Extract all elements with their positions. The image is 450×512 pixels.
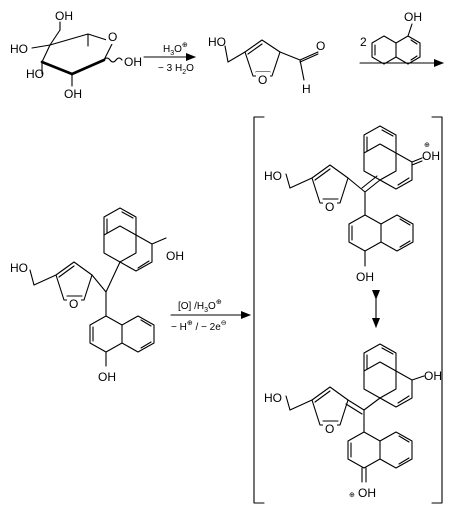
- hmf-aldehyde-oxygen: O: [316, 39, 325, 53]
- left-bracket: [253, 116, 265, 504]
- arrow-oxidation: [O] /H3O⊕ − H⊕ / − 2e⊖: [170, 299, 251, 333]
- form1-charge: ⊕: [424, 142, 430, 149]
- arrow1-water-loss: − 3 H2O: [158, 63, 194, 76]
- form2-charge: ⊕: [349, 492, 355, 499]
- bisnaphthyl-intermediate: O HO OH OH: [10, 207, 184, 384]
- naphthol-coefficient: 2: [360, 35, 367, 49]
- intermediate-lower-oh: OH: [98, 370, 116, 384]
- hmf-ring-oxygen: O: [258, 73, 267, 87]
- arrow1-reagent: H3O⊕: [163, 42, 188, 57]
- intermediate-upper-oh: OH: [166, 249, 184, 263]
- glucose-ring-oxygen: O: [108, 30, 117, 44]
- intermediate-furan-oxygen: O: [69, 297, 78, 311]
- arrow-dehydration: H3O⊕ − 3 H2O: [143, 42, 196, 76]
- intermediate-hydroxymethyl: HO: [10, 261, 28, 275]
- resonance-form-top: O HO OH ⊕ OH: [264, 125, 440, 284]
- form1-oxonium: OH: [422, 149, 440, 163]
- glucose-ho-c3: HO: [26, 67, 44, 81]
- glucose-structure: O OH HO HO OH OH: [10, 9, 142, 101]
- form2-oxonium: OH: [358, 486, 376, 500]
- form1-lower-oh: OH: [356, 270, 374, 284]
- form2-furan-oxygen: O: [325, 422, 334, 436]
- hmf-aldehyde-hydrogen: H: [302, 82, 311, 96]
- glucose-oh-c2: OH: [64, 87, 82, 101]
- form2-hydroxymethyl: HO: [264, 391, 282, 405]
- form1-hydroxymethyl: HO: [264, 169, 282, 183]
- glucose-oh-c1: OH: [124, 55, 142, 69]
- arrow3-losses: − H⊕ / − 2e⊖: [171, 320, 227, 333]
- resonance-form-bottom: O HO OH OH ⊕: [264, 343, 442, 500]
- hmf-structure: O HO O H: [208, 35, 325, 96]
- arrow3-oxidant: [O] /H3O⊕: [178, 299, 222, 314]
- form1-furan-oxygen: O: [325, 200, 334, 214]
- glucose-oh-c6: OH: [55, 9, 73, 23]
- naphthol-reagent: OH 2: [360, 10, 422, 65]
- form2-upper-oh: OH: [424, 369, 442, 383]
- right-bracket: [431, 116, 443, 504]
- naphthol-reagent-oh: OH: [404, 10, 422, 24]
- hmf-hydroxyl: HO: [208, 35, 226, 49]
- glucose-ho-c4: HO: [10, 42, 28, 56]
